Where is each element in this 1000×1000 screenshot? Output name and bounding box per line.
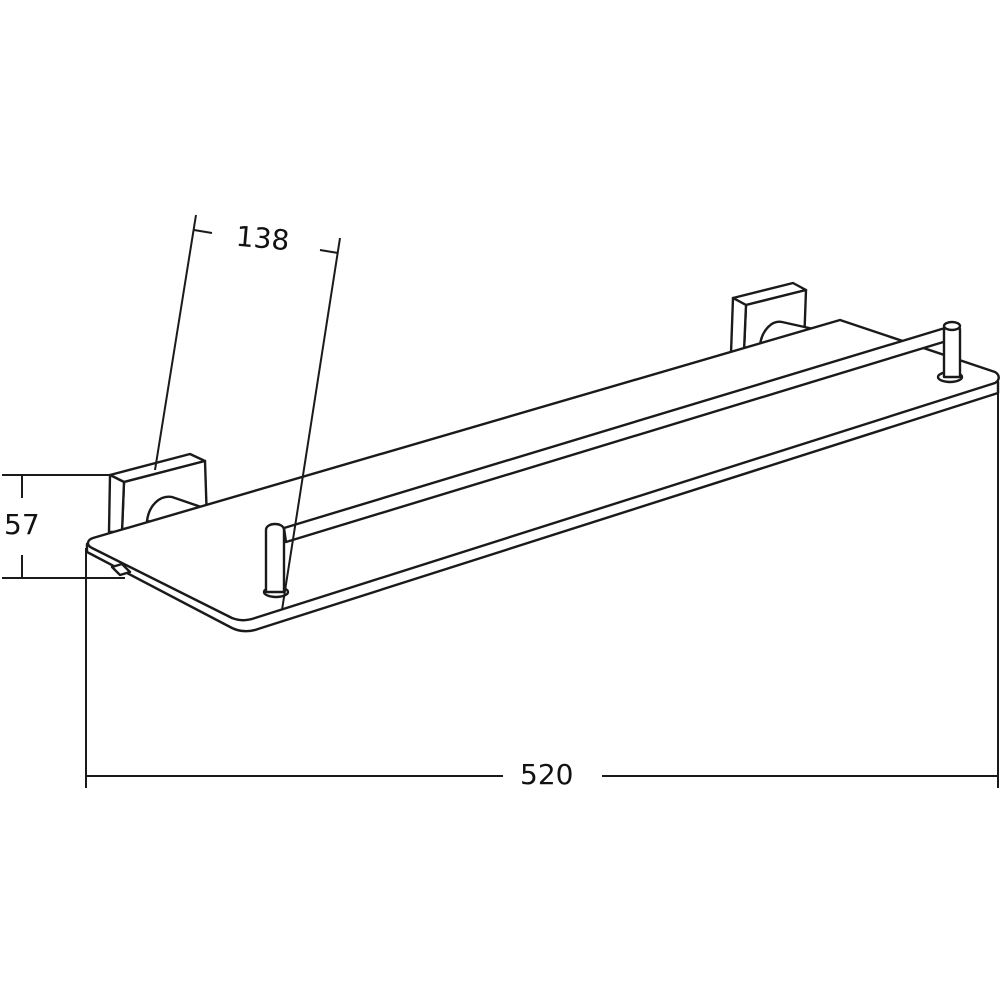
front-rail [262,320,964,599]
depth-dimension-label: 138 [234,219,291,258]
dimension-138 [154,214,341,611]
width-dimension-label: 520 [520,758,574,791]
dimension-57 [2,474,125,579]
height-dimension-label: 57 [4,508,40,541]
dimension-520 [85,393,999,788]
